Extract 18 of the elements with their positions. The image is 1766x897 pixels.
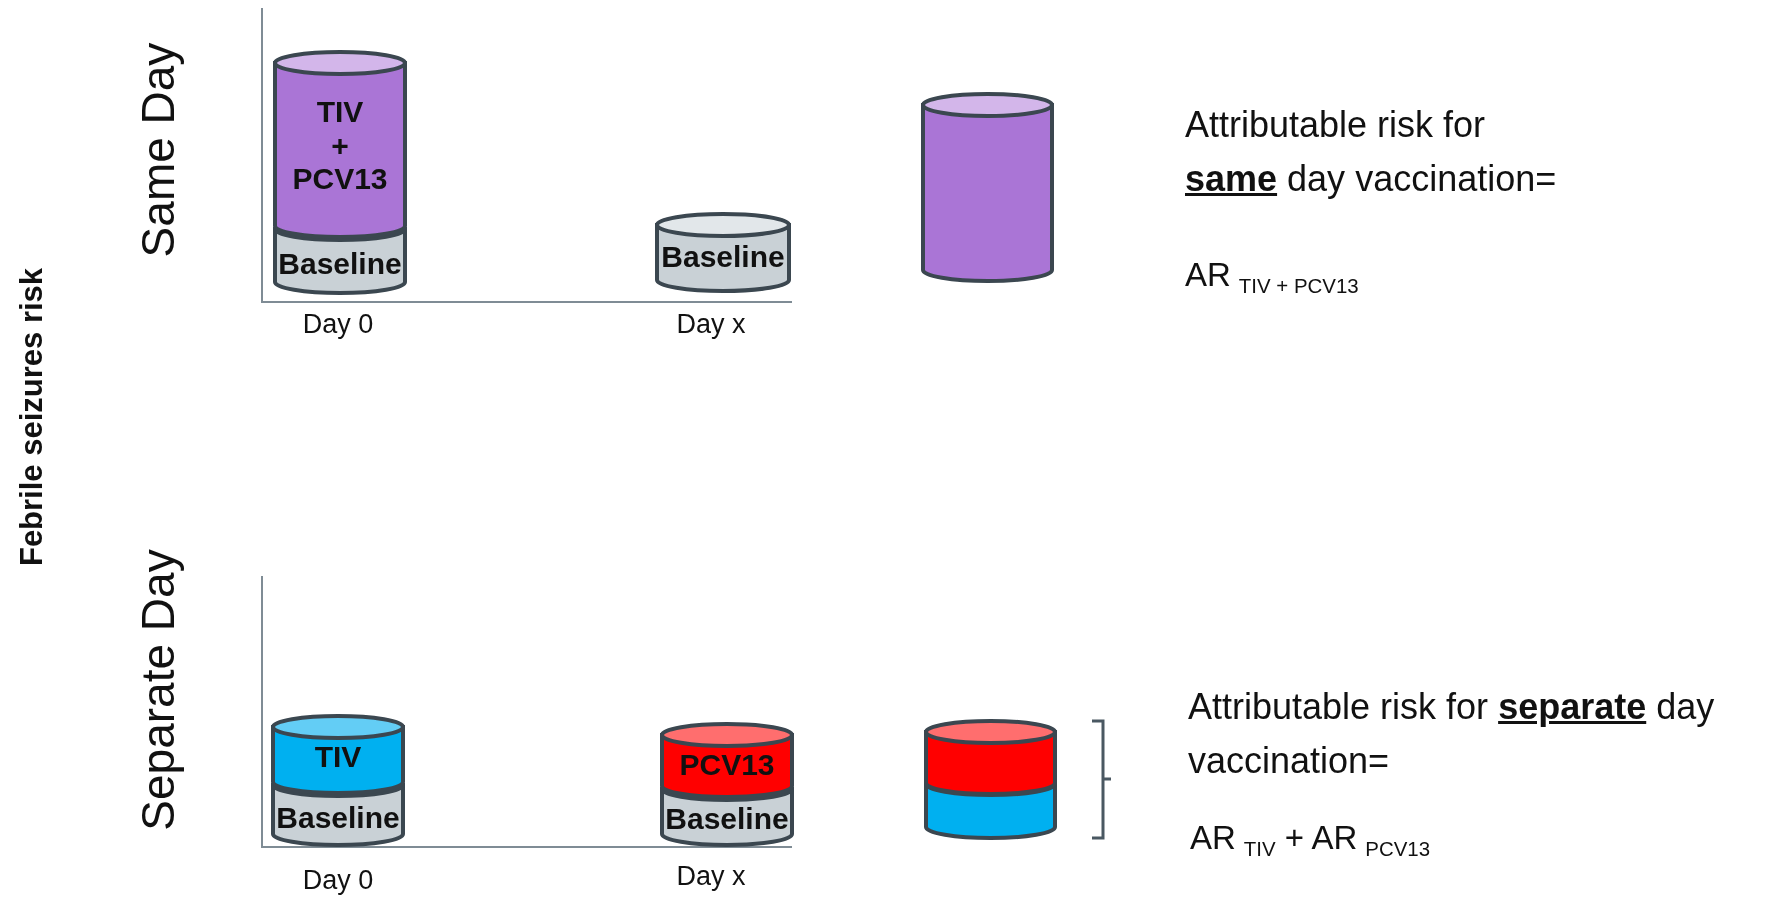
axis-label: Day x	[676, 308, 746, 340]
cylinder-label: Baseline	[276, 800, 400, 835]
formula: AR$_{TIV + PCV13}$	[1185, 255, 1359, 300]
axis-title: Febrile seizures risk	[14, 267, 50, 567]
cylinder-label: PCV13	[679, 748, 775, 782]
cylinder-label: TIV + PCV13	[291, 94, 389, 196]
formula: AR$_{TIV}$ + AR$_{PCV13}$	[1190, 818, 1431, 863]
axis-label: Day 0	[302, 308, 374, 340]
axis-label: Day 0	[302, 864, 374, 896]
axis-label: Day x	[676, 860, 746, 892]
cylinder-label: Baseline	[278, 247, 402, 281]
note: Attributable risk for same day vaccination=	[1185, 103, 1558, 201]
cylinder-label: Baseline	[661, 240, 785, 274]
panel-title: Same Day	[131, 42, 185, 258]
cylinder-label: Baseline	[665, 802, 789, 836]
note: Attributable risk for separate day vaccination=	[1188, 685, 1716, 783]
cylinder-label: TIV	[314, 739, 362, 774]
panel-title: Separate Day	[131, 549, 185, 831]
